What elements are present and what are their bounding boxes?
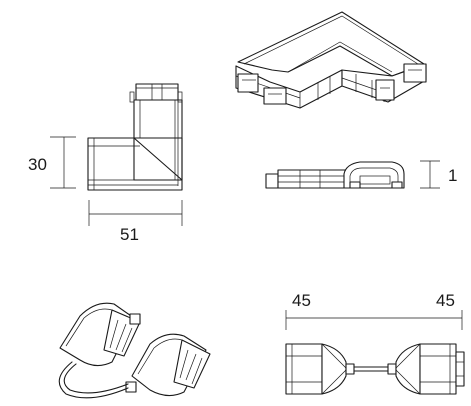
right-length-label: 45 bbox=[436, 291, 455, 310]
width-dimension: 51 bbox=[88, 200, 183, 244]
left-length-label: 45 bbox=[292, 291, 311, 310]
length-dimension: 45 45 bbox=[285, 291, 463, 330]
flexible-connector-top-view bbox=[285, 343, 465, 395]
profile-dimension-label: 1 bbox=[448, 166, 457, 185]
corner-connector-top-view bbox=[87, 83, 183, 191]
profile-dimension: 1 bbox=[420, 160, 457, 189]
flexible-connector-isometric-view bbox=[58, 302, 211, 399]
corner-connector-isometric-view bbox=[235, 11, 427, 109]
connector-side-profile bbox=[265, 161, 405, 189]
height-dimension-label: 30 bbox=[28, 155, 47, 174]
height-dimension: 30 bbox=[28, 136, 76, 189]
width-dimension-label: 51 bbox=[120, 225, 139, 244]
